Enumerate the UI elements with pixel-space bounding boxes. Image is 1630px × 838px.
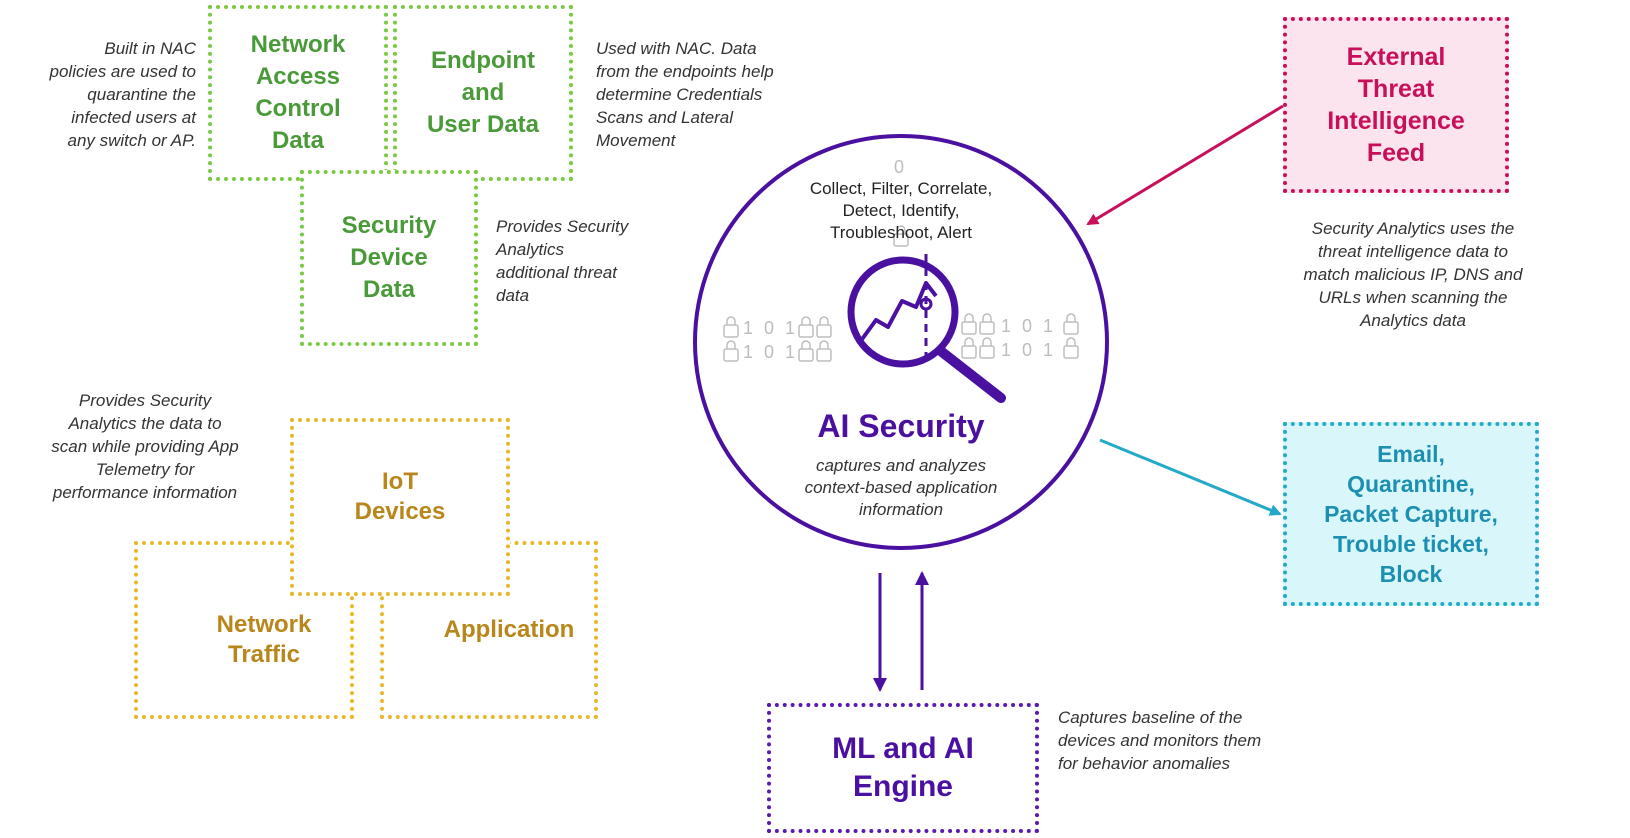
- binary-left-row2: 1 0 1: [743, 342, 799, 362]
- binary-digit-top: 0: [894, 157, 908, 177]
- response-actions-box: Email, Quarantine, Packet Capture, Troub…: [1283, 422, 1539, 606]
- iot-devices-label: IoT Devices: [354, 468, 446, 525]
- nac-note: Built in NAC policies are used to quaran…: [49, 39, 196, 150]
- security-device-data-box: Security Device Data: [300, 170, 478, 346]
- actions-arrow: [1099, 438, 1282, 516]
- external-threat-feed-box: External Threat Intelligence Feed: [1283, 17, 1509, 193]
- endpoint-data-box: Endpoint and User Data: [393, 5, 573, 181]
- nac-data-box: Network Access Control Data: [208, 5, 388, 181]
- magnifier-chart-icon: [847, 254, 1006, 403]
- ai-security-subtitle: captures and analyzes context-based appl…: [804, 456, 998, 519]
- threat-intel-note: Security Analytics uses the threat intel…: [1303, 219, 1523, 330]
- binary-right-row1: 1 0 1: [1001, 316, 1057, 336]
- binary-right-row2: 1 0 1: [1001, 340, 1057, 360]
- ai-security-title: AI Security: [817, 408, 985, 444]
- security-device-data-label: Security Device Data: [341, 212, 437, 303]
- response-actions-label: Email, Quarantine, Packet Capture, Troub…: [1324, 441, 1498, 587]
- ml-ai-engine-label: ML and AI Engine: [832, 732, 974, 803]
- ml-engine-note: Captures baseline of the devices and mon…: [1058, 708, 1262, 773]
- threat-feed-arrow: [1086, 104, 1284, 226]
- external-threat-feed-label: External Threat Intelligence Feed: [1327, 43, 1465, 167]
- endpoint-note: Used with NAC. Data from the endpoints h…: [596, 39, 774, 150]
- telemetry-note: Provides Security Analytics the data to …: [51, 391, 239, 502]
- application-label: Application: [443, 616, 575, 643]
- iot-devices-box: IoT Devices: [290, 418, 510, 596]
- binary-left-row1: 1 0 1: [743, 318, 799, 338]
- ml-ai-engine-box: ML and AI Engine: [767, 703, 1039, 833]
- network-traffic-label: Network Traffic: [216, 611, 312, 668]
- security-device-note: Provides Security Analytics additional t…: [496, 217, 629, 305]
- ai-actions-text: Collect, Filter, Correlate, Detect, Iden…: [809, 179, 993, 242]
- endpoint-data-label: Endpoint and User Data: [426, 47, 540, 138]
- nac-data-label: Network Access Control Data: [250, 31, 346, 154]
